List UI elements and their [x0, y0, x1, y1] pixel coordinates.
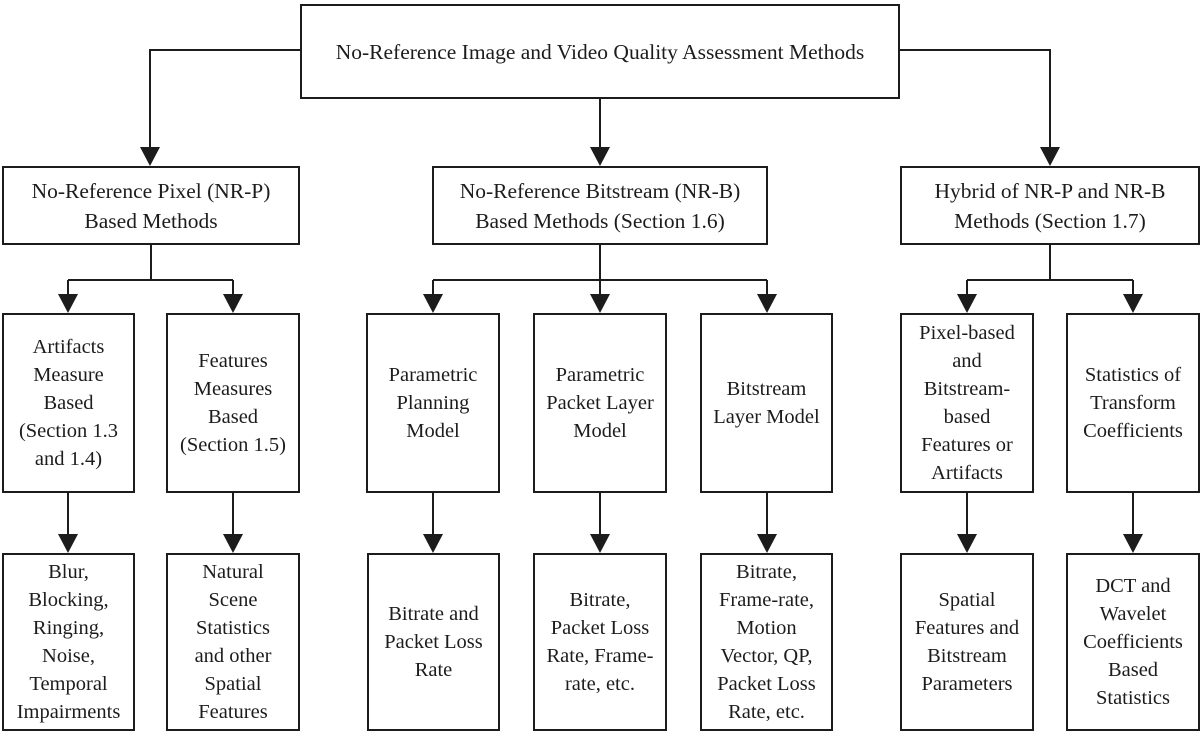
node-artifacts-measure-based: Artifacts Measure Based (Section 1.3 and…	[2, 313, 135, 493]
node-features-measures-based: Features Measures Based (Section 1.5)	[166, 313, 300, 493]
connector-bitstream-layer-to-bitrate	[757, 493, 777, 553]
node-pixel-bitstream-features: Pixel-based and Bitstream- based Feature…	[900, 313, 1034, 493]
leaf-natural-scene-statistics: Natural Scene Statistics and other Spati…	[166, 553, 300, 731]
node-features-measures-label: Features Measures Based (Section 1.5)	[180, 350, 286, 456]
node-statistics-transform-label: Statistics of Transform Coefficients	[1083, 364, 1183, 442]
leaf-spatial-features-bitstream: Spatial Features and Bitstream Parameter…	[900, 553, 1034, 731]
leaf-bitrate-packet-loss-label: Bitrate and Packet Loss Rate	[384, 603, 483, 681]
leaf-bitrate-plr-framerate: Bitrate, Packet Loss Rate, Frame- rate, …	[533, 553, 667, 731]
node-root-label: No-Reference Image and Video Quality Ass…	[335, 39, 865, 64]
node-hybrid-label: Hybrid of NR-P and NR-B Methods (Section…	[934, 178, 1166, 233]
leaf-dct-wavelet-statistics: DCT and Wavelet Coefficients Based Stati…	[1066, 553, 1200, 731]
connector-root-to-nr-pixel	[140, 49, 300, 166]
leaf-bitrate-framerate-motion-vector: Bitrate, Frame-rate, Motion Vector, QP, …	[700, 553, 833, 731]
leaf-bitrate-packet-loss-rate: Bitrate and Packet Loss Rate	[367, 553, 500, 731]
connector-planning-to-bitrate	[423, 493, 443, 553]
connector-artifacts-to-blur	[58, 493, 78, 553]
connector-hybrid-split	[957, 245, 1143, 313]
node-hybrid-methods: Hybrid of NR-P and NR-B Methods (Section…	[900, 166, 1200, 245]
node-bitstream-layer-model: Bitstream Layer Model	[700, 313, 833, 493]
connector-root-to-nr-bitstream	[590, 99, 610, 166]
node-nr-pixel-label: No-Reference Pixel (NR-P) Based Methods	[31, 178, 271, 233]
connector-nr-pixel-split	[58, 245, 243, 313]
connector-pixel-bitstream-to-spatial	[957, 493, 977, 553]
node-artifacts-measure-label: Artifacts Measure Based (Section 1.3 and…	[18, 336, 119, 470]
node-bitstream-layer-label: Bitstream Layer Model	[713, 378, 820, 428]
leaf-spatial-features-label: Spatial Features and Bitstream Parameter…	[914, 589, 1020, 695]
node-parametric-planning-model: Parametric Planning Model	[366, 313, 500, 493]
leaf-bitrate-framerate-mv-label: Bitrate, Frame-rate, Motion Vector, QP, …	[717, 561, 816, 723]
leaf-dct-wavelet-label: DCT and Wavelet Coefficients Based Stati…	[1083, 575, 1183, 709]
connector-features-to-nss	[223, 493, 243, 553]
leaf-blur-blocking-ringing: Blur, Blocking, Ringing, Noise, Temporal…	[2, 553, 135, 731]
connector-root-to-hybrid	[900, 49, 1060, 166]
leaf-natural-scene-label: Natural Scene Statistics and other Spati…	[194, 561, 272, 723]
leaf-blur-blocking-label: Blur, Blocking, Ringing, Noise, Temporal…	[16, 561, 121, 723]
node-pixel-bitstream-features-label: Pixel-based and Bitstream- based Feature…	[919, 322, 1015, 484]
node-nr-pixel-methods: No-Reference Pixel (NR-P) Based Methods	[2, 166, 300, 245]
node-statistics-transform-coefficients: Statistics of Transform Coefficients	[1066, 313, 1200, 493]
node-root: No-Reference Image and Video Quality Ass…	[300, 4, 900, 99]
node-parametric-packet-layer-model: Parametric Packet Layer Model	[533, 313, 667, 493]
node-parametric-planning-label: Parametric Planning Model	[388, 364, 478, 442]
leaf-bitrate-plr-framerate-label: Bitrate, Packet Loss Rate, Frame- rate, …	[546, 589, 654, 695]
connector-packet-layer-to-bitrate	[590, 493, 610, 553]
node-parametric-packet-layer-label: Parametric Packet Layer Model	[546, 364, 654, 442]
node-nr-bitstream-label: No-Reference Bitstream (NR-B) Based Meth…	[459, 178, 741, 233]
connector-nr-bitstream-split	[423, 245, 777, 313]
node-nr-bitstream-methods: No-Reference Bitstream (NR-B) Based Meth…	[432, 166, 768, 245]
connector-statistics-to-dct	[1123, 493, 1143, 553]
